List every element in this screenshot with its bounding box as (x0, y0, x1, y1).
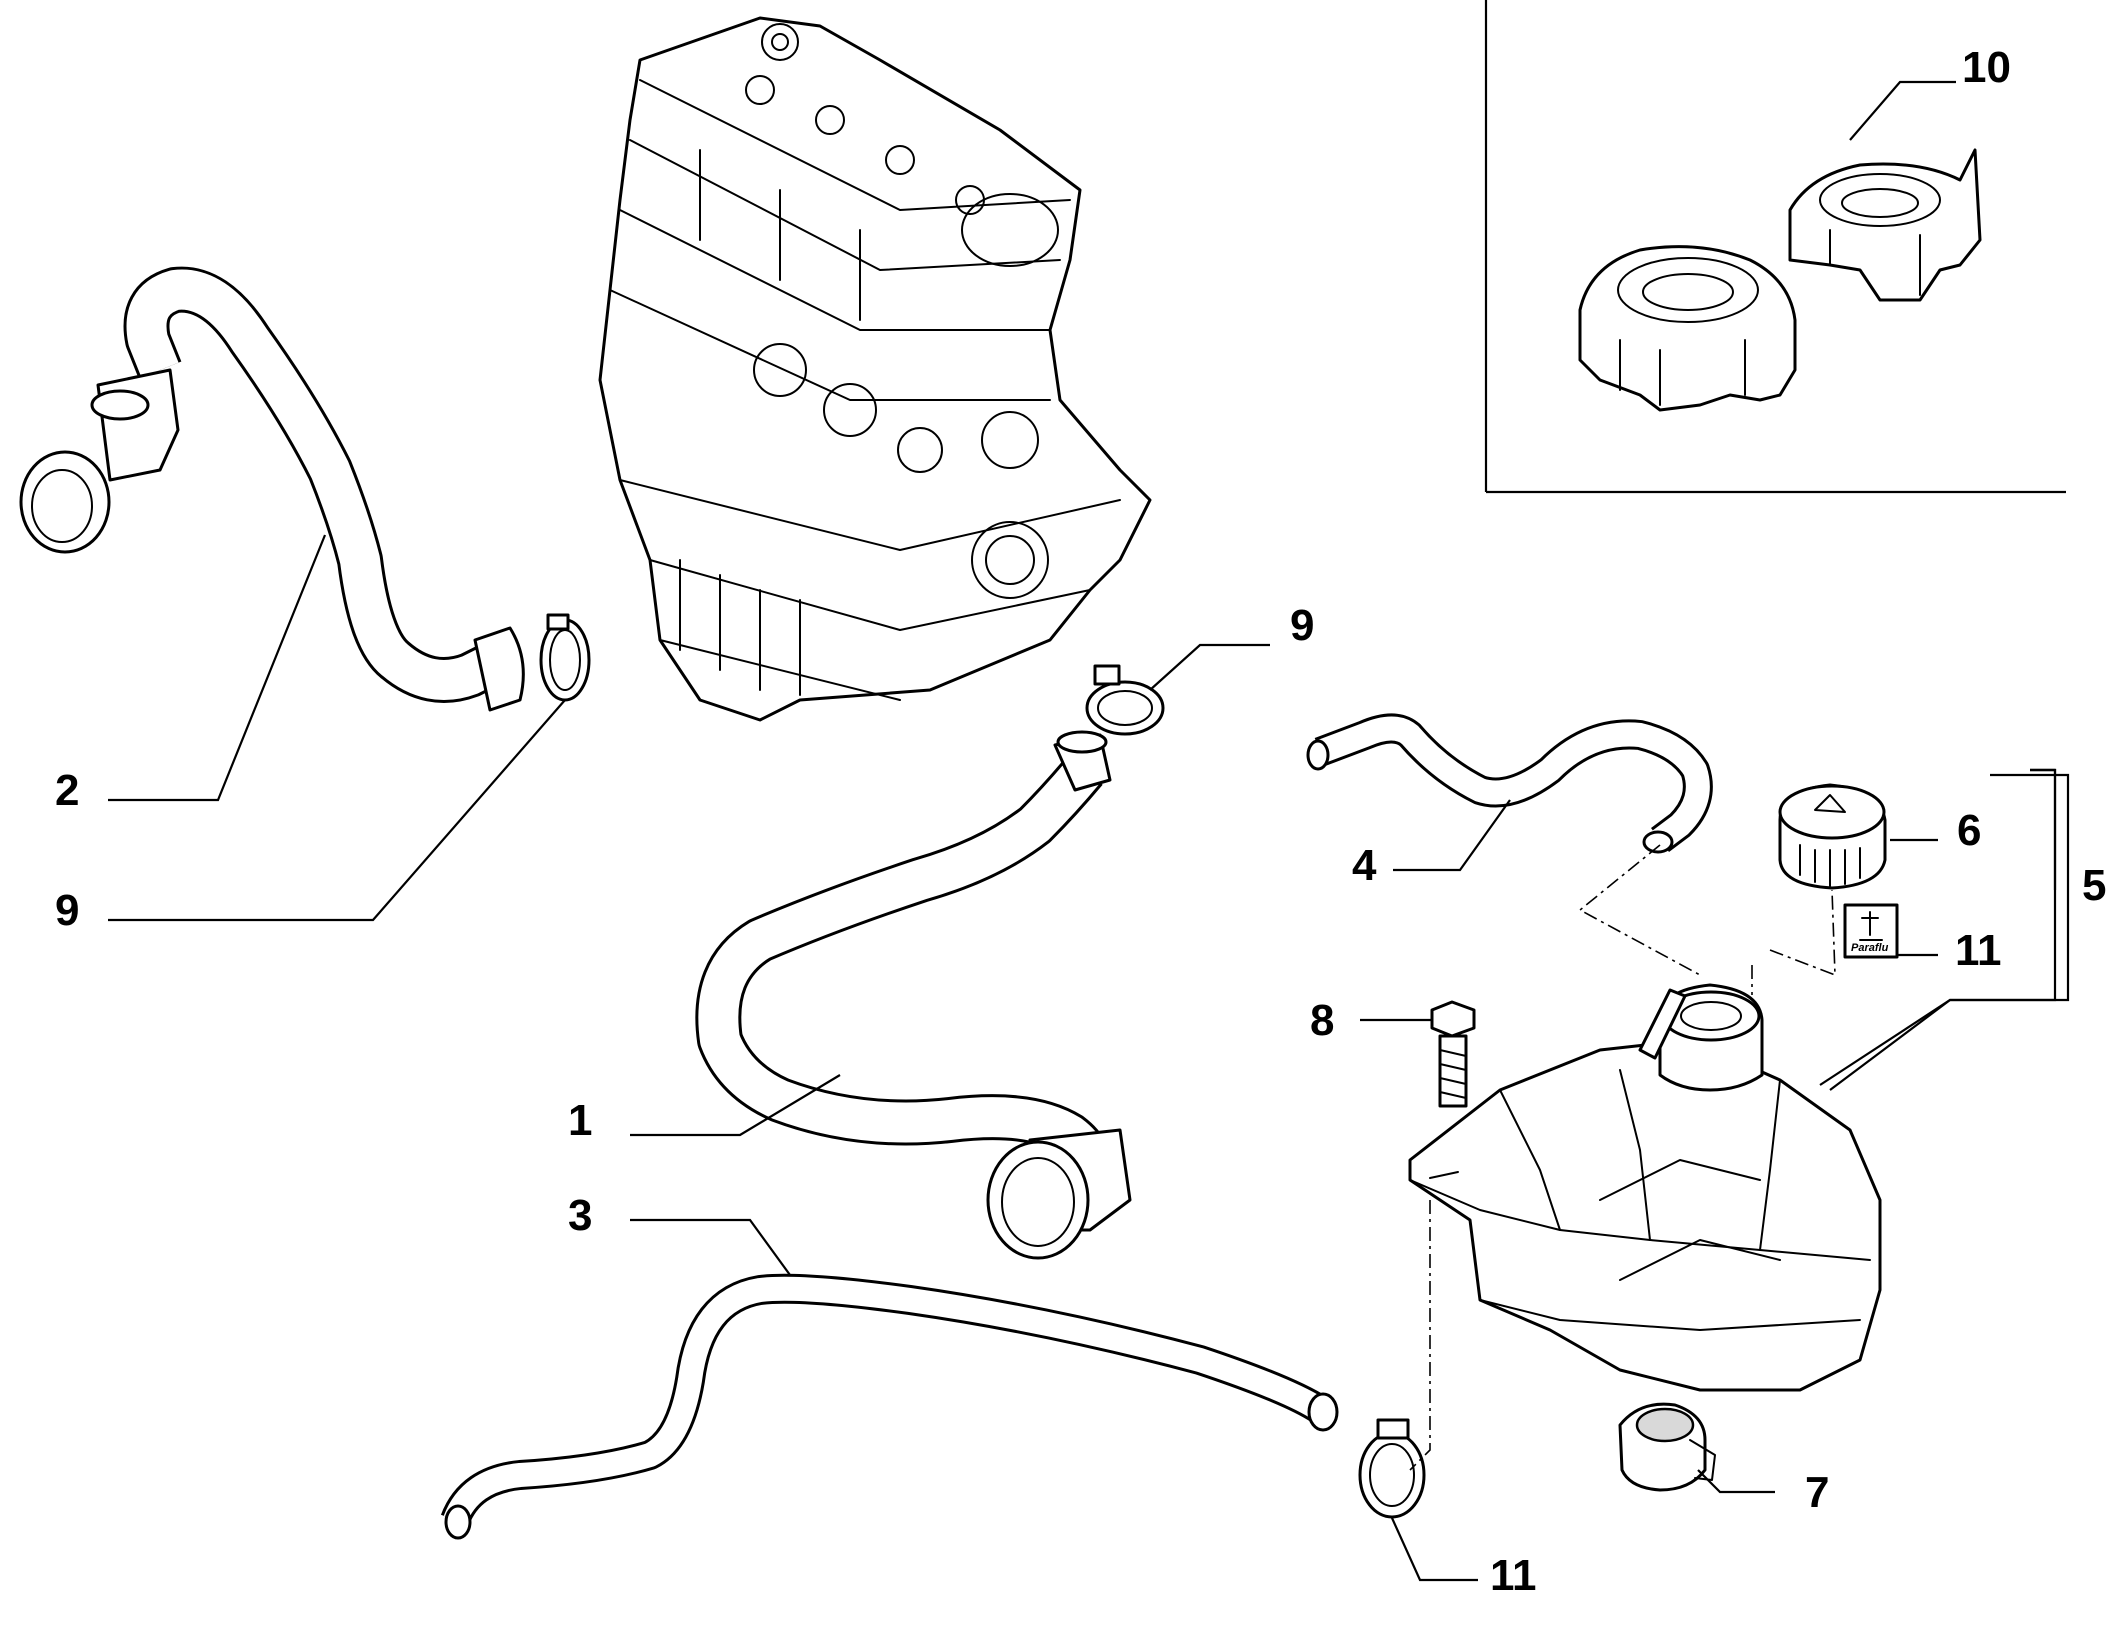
callout-11-decal: 11 (1955, 926, 2002, 975)
callout-2: 2 (55, 766, 79, 815)
callout-9-left: 9 (55, 886, 79, 935)
coolant-decal-11: Paraflu (1843, 903, 1899, 959)
hose-2 (19, 266, 525, 712)
callout-1: 1 (568, 1096, 592, 1145)
hose-3 (440, 1273, 1339, 1540)
clamp-9-left (539, 613, 591, 702)
callout-4: 4 (1352, 841, 1377, 890)
callout-9-right: 9 (1290, 601, 1314, 650)
clip-10 (1578, 148, 1982, 412)
callout-3: 3 (568, 1191, 592, 1240)
hose-1 (695, 730, 1132, 1260)
hose-4 (1306, 713, 1713, 854)
leader-lines (108, 80, 2070, 1582)
clamp-11-bottom (1358, 1418, 1426, 1519)
decal-text: Paraflu (1851, 942, 1889, 954)
inset-frame (1484, 0, 2066, 494)
expansion-tank-5 (1408, 983, 1882, 1392)
callout-6: 6 (1957, 806, 1981, 855)
callout-8: 8 (1310, 996, 1334, 1045)
callout-10: 10 (1962, 43, 2011, 92)
assembly-lines (1409, 844, 1836, 1471)
reservoir-cap-6 (1778, 783, 1887, 890)
bolt-8 (1430, 1000, 1476, 1108)
engine-block (598, 16, 1152, 722)
clamp-9-right (1085, 664, 1165, 736)
callout-11-clamp: 11 (1490, 1551, 1537, 1600)
callout-7: 7 (1805, 1468, 1829, 1517)
grommet-7 (1618, 1402, 1716, 1492)
callout-labels: 1 2 3 4 5 6 7 8 9 9 10 11 11 (55, 43, 2106, 1600)
callout-5: 5 (2082, 861, 2106, 910)
